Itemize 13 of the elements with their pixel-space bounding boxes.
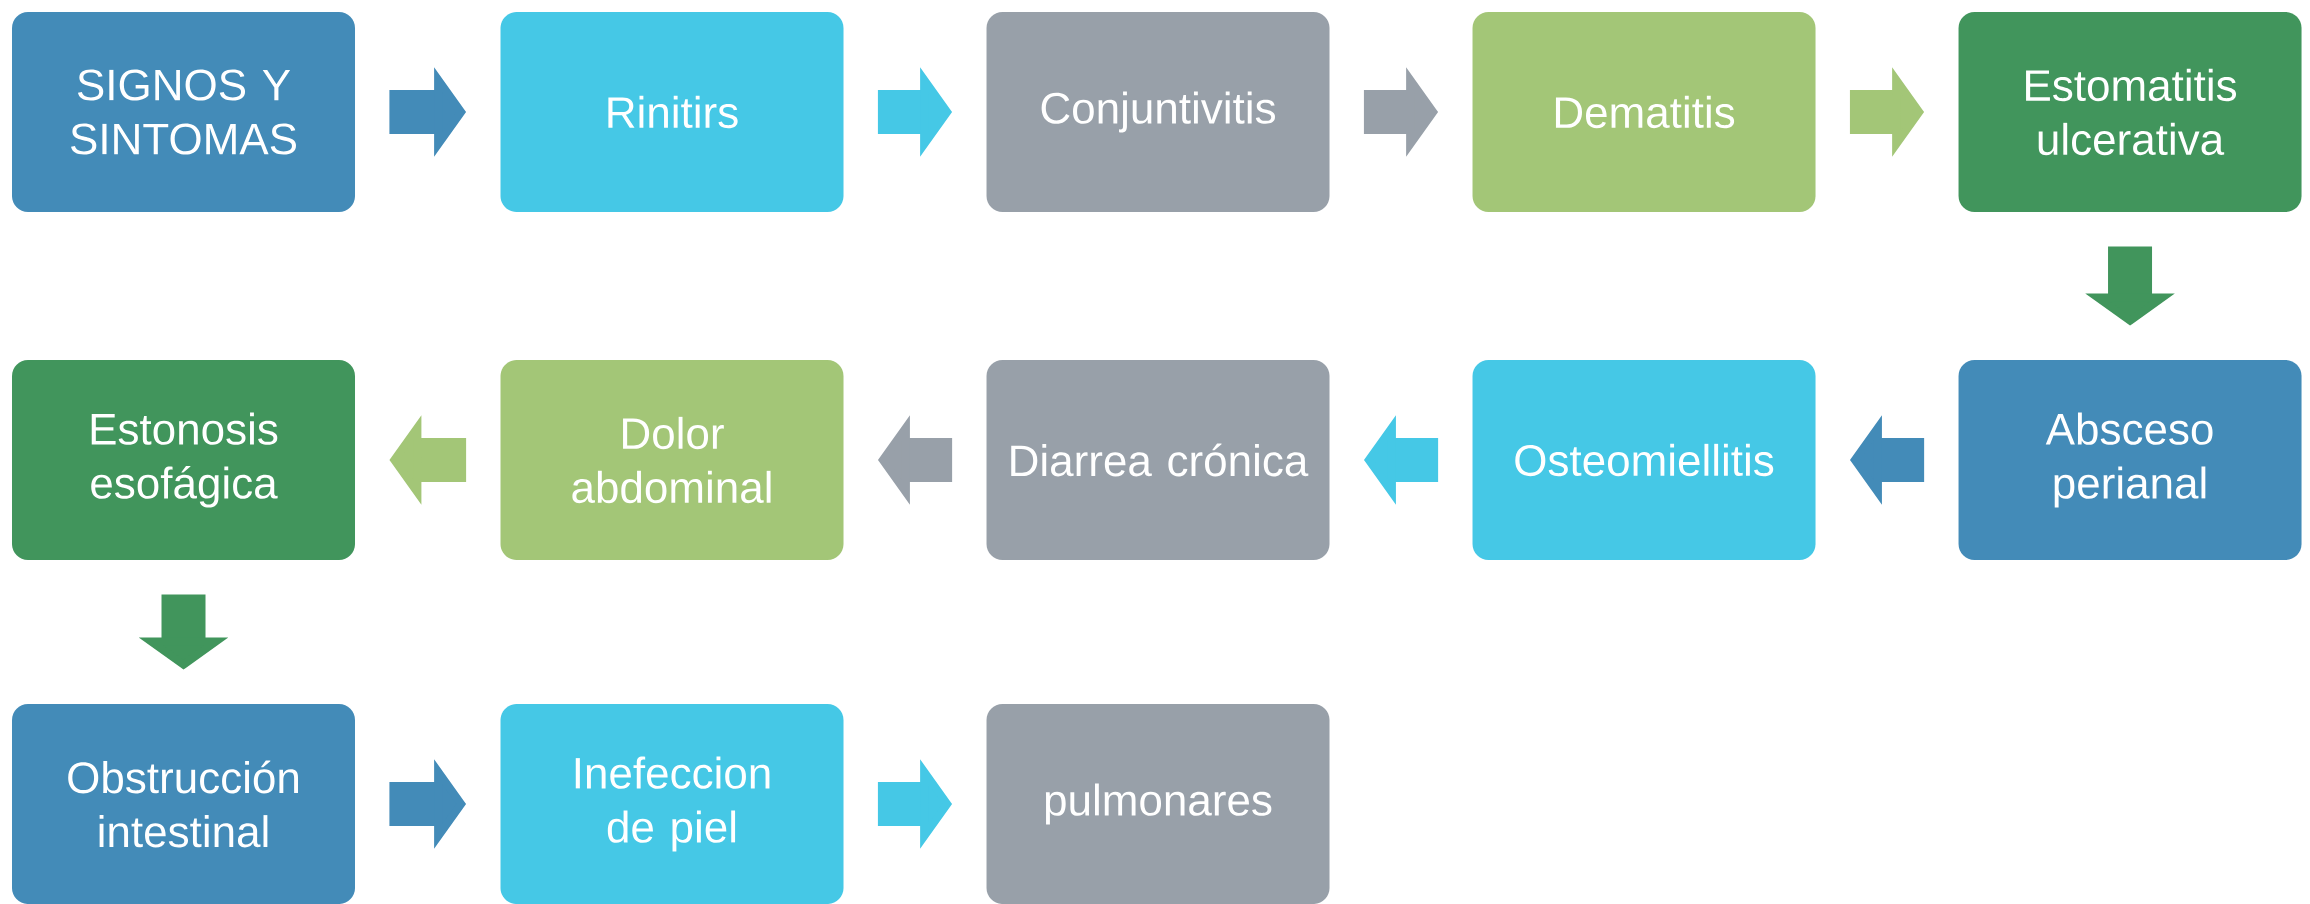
process-box: SIGNOS Y SINTOMAS: [12, 12, 355, 212]
process-box: Osteomiellitis: [1472, 360, 1816, 560]
process-box: Estonosis esofágica: [12, 360, 355, 560]
process-box: Inefeccion de piel: [500, 704, 844, 904]
process-box: Rinitirs: [500, 12, 844, 212]
process-box: pulmonares: [986, 704, 1330, 904]
process-box: Dematitis: [1472, 12, 1816, 212]
process-box: Obstrucción intestinal: [12, 704, 355, 904]
process-box: Dolor abdominal: [500, 360, 844, 560]
process-box: Diarrea crónica: [986, 360, 1330, 560]
process-box: Conjuntivitis: [986, 12, 1330, 212]
process-box: Estomatitis ulcerativa: [1958, 12, 2302, 212]
process-box: Absceso perianal: [1958, 360, 2302, 560]
